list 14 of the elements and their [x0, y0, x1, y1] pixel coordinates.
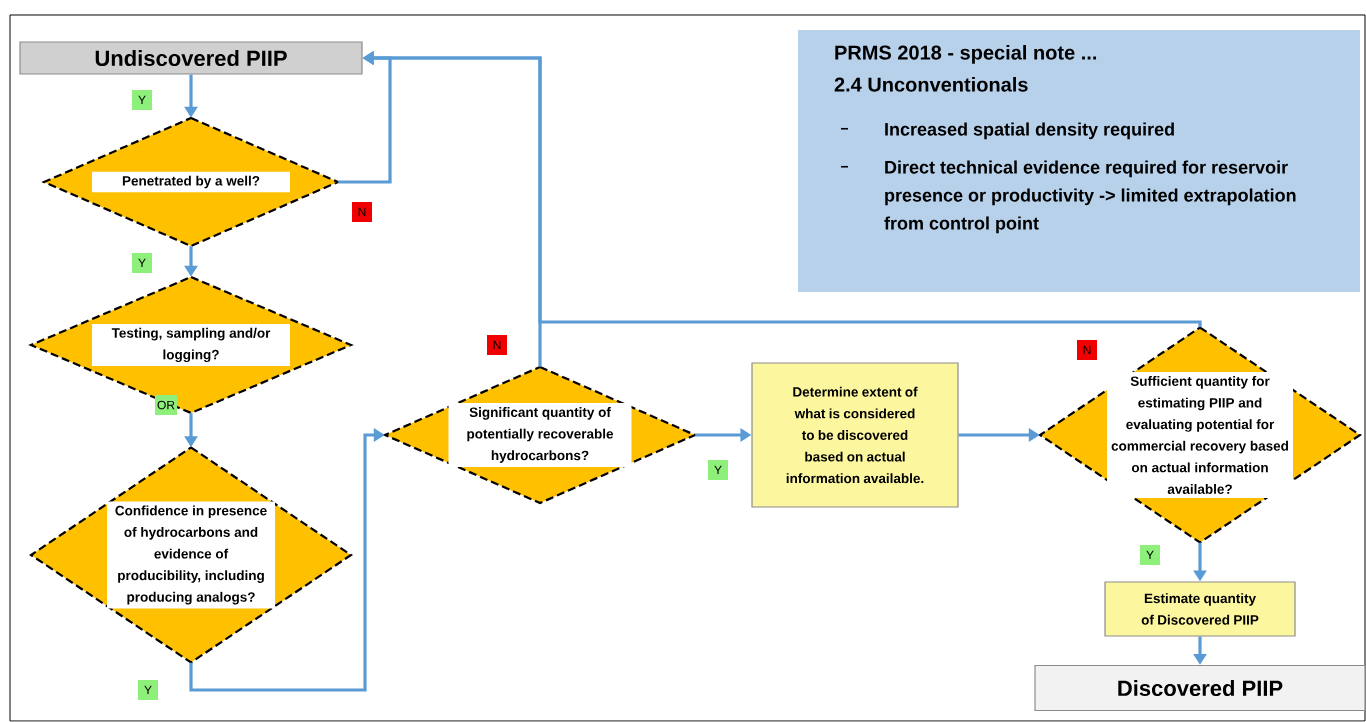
start-box: Undiscovered PIIP [19, 41, 363, 75]
edge-label: Y [708, 460, 728, 480]
process-box: Estimate quantity of Discovered PIIP [1104, 581, 1296, 637]
edge-label: Y [1140, 545, 1160, 565]
process-box: Determine extent of what is considered to be discovered based on actual information available. [751, 362, 959, 508]
edge-label: OR [155, 395, 177, 415]
edge-label: N [487, 335, 507, 355]
edge-label: Y [132, 90, 152, 110]
edge-label: N [1077, 340, 1097, 360]
end-box: Discovered PIIP [1034, 664, 1366, 712]
edge-label: Y [132, 253, 152, 273]
edge-label: Y [138, 680, 158, 700]
edge-label: N [352, 202, 372, 222]
note-panel: PRMS 2018 - special note ... 2.4 Unconventionals Increased spatial density required Direct technical evidence required for reservoir presence or productivity -> limited extrapolation from control point [798, 30, 1360, 292]
